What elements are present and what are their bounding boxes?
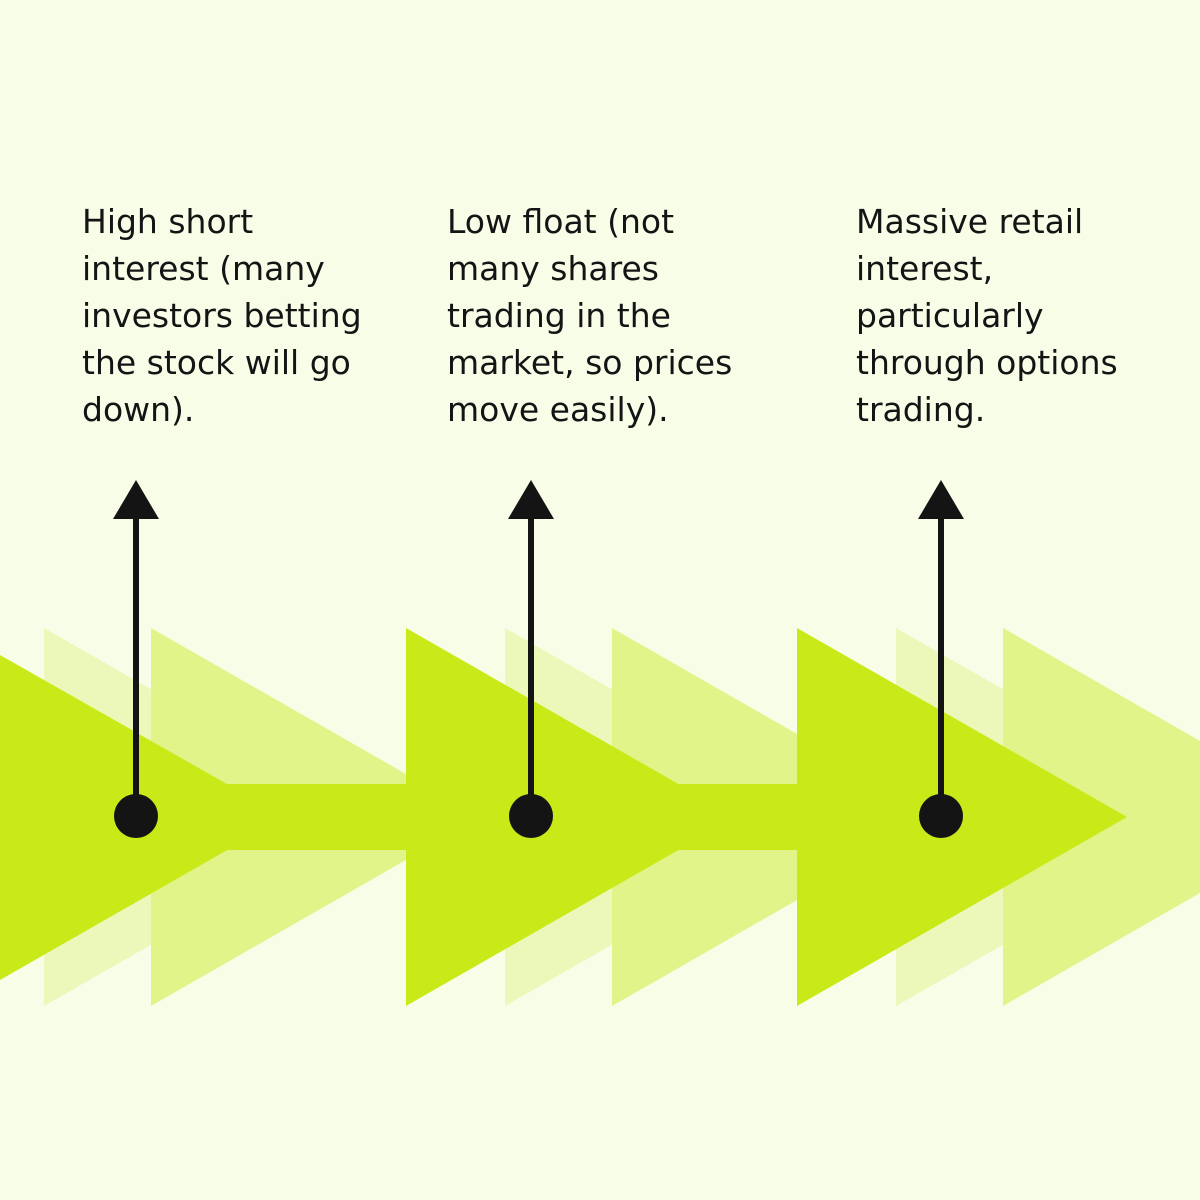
step-3-caption: Massive retail interest, particularly th… — [856, 202, 1118, 429]
chevron-right-icon — [406, 628, 736, 1006]
dot-marker-icon — [919, 794, 963, 838]
dot-marker-icon — [509, 794, 553, 838]
step-2-arrow — [508, 480, 554, 838]
arrow-up-icon — [508, 480, 554, 519]
step-1-caption: High short interest (many investors bett… — [82, 202, 362, 429]
step-3-arrow — [918, 480, 964, 838]
step-1-arrow — [113, 480, 159, 838]
step-2-caption: Low float (not many shares trading in th… — [447, 202, 733, 429]
arrow-up-icon — [918, 480, 964, 519]
arrow-up-icon — [113, 480, 159, 519]
dot-marker-icon — [114, 794, 158, 838]
